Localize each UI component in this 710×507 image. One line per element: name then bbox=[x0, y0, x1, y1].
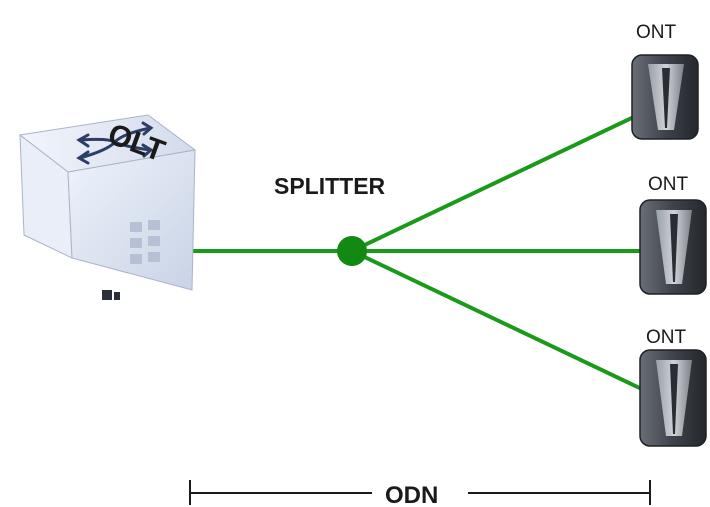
olt-port-2 bbox=[114, 292, 120, 300]
splitter-label: SPLITTER bbox=[274, 173, 386, 199]
ont-label-1: ONT bbox=[636, 22, 677, 43]
fiber-links bbox=[190, 112, 649, 394]
olt-side-face bbox=[67, 149, 196, 291]
ont-device-1 bbox=[631, 54, 699, 140]
splitter-node bbox=[337, 236, 367, 266]
ont-label-2: ONT bbox=[648, 174, 689, 195]
ont-device-2 bbox=[639, 199, 707, 295]
ont-device-3 bbox=[639, 349, 707, 447]
olt-vents bbox=[130, 220, 160, 264]
olt-port bbox=[102, 290, 112, 300]
odn-bracket bbox=[189, 480, 651, 505]
ont-label-3: ONT bbox=[646, 327, 687, 348]
fiber-splitter-ont-1 bbox=[351, 112, 641, 253]
switch-arrows-icon bbox=[76, 121, 154, 165]
olt-device bbox=[18, 114, 197, 300]
odn-label: ODN bbox=[385, 482, 438, 507]
fiber-splitter-ont-3 bbox=[351, 249, 649, 394]
